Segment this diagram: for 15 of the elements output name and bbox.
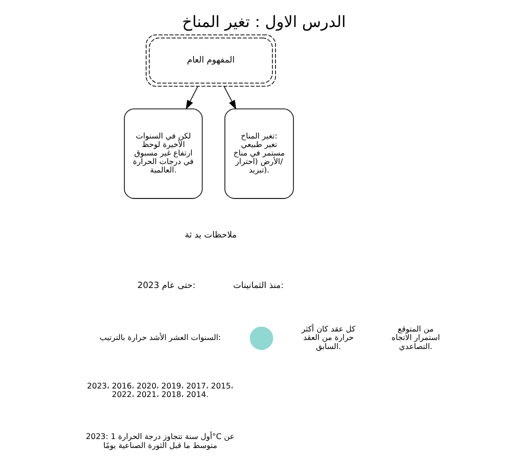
label: كل عقد كان أكثر حرارة من العقد السابق. — [300, 324, 355, 351]
label: من المتوقع استمرار الاتجاه التصاعدي. — [390, 324, 440, 351]
node-box: تغير المناخ: تغير طبيعي مستمر في مناخ الأرض (احترار/تبريد). — [224, 108, 294, 199]
label: 2023، 2016، 2020، 2019، 2017، 2015، 2022، 2021، 2018، 2014. — [86, 382, 233, 400]
label: 2023: أول سنة تتجاوز درجة الحرارة 1°C عن متوسط ما قبل الثورة الصناعية يومًا — [85, 432, 234, 450]
arrow — [223, 86, 236, 110]
diagram-title: الدرس الاول : تغير المناخ — [182, 13, 346, 32]
node-box: المفهوم العام — [145, 34, 276, 87]
node-box: لكن في السنوات الأخيرة لوحظ ارتفاع غير مسبوق في درجات الحرارة العالمية. — [123, 108, 202, 199]
node-text: ملاحظات يد ثة — [184, 230, 236, 240]
node-circle — [249, 326, 273, 350]
arrow — [185, 86, 198, 110]
label: السنوات العشر الأشد حرارة بالترتيب: — [98, 333, 220, 342]
label: منذ الثمانينات: — [232, 280, 284, 291]
label: حتى عام 2023: — [136, 280, 195, 291]
